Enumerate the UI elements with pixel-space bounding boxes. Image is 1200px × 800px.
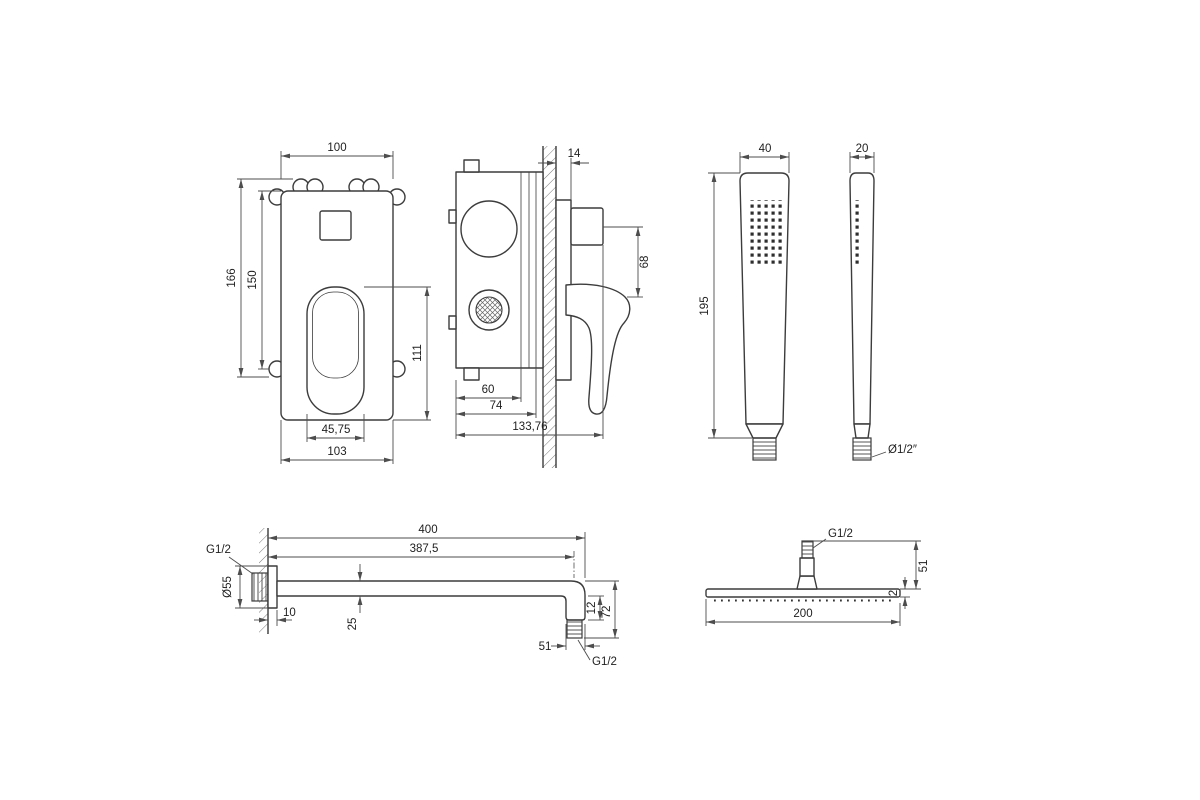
diverter-button-front xyxy=(319,210,352,241)
dim-arm-flange-diameter: Ø55 xyxy=(222,565,268,609)
arm-wall-thread xyxy=(251,572,269,602)
shower-head-view: G1/2 51 2 200 xyxy=(705,528,930,626)
head-plate xyxy=(705,588,901,598)
wall-section-hatch xyxy=(543,146,556,468)
dim-label-arm-flange-depth: 10 xyxy=(283,607,296,619)
dim-label-arm-wall-thread: G1/2 xyxy=(206,544,231,556)
dim-label-mixer-outer-height: 166 xyxy=(226,268,238,287)
callout-arm-outlet-thread: G1/2 xyxy=(577,639,617,668)
dim-label-arm-outlet-thread: G1/2 xyxy=(592,656,617,668)
arm-tube xyxy=(276,580,586,621)
dim-handshower-front-width: 40 xyxy=(739,143,790,173)
head-joint-cone xyxy=(796,575,818,590)
callout-handshower-thread: Ø1/2″ xyxy=(871,444,917,458)
head-joint-cylinder xyxy=(799,557,815,577)
cartridge-circle xyxy=(460,200,518,258)
dim-label-arm-drop-major: 72 xyxy=(601,606,613,619)
valve-lug-upper xyxy=(448,209,457,224)
dim-label-head-width: 200 xyxy=(793,608,812,620)
dim-total-depth: 133,76 xyxy=(456,245,604,439)
dim-box-depth: 74 xyxy=(456,368,537,418)
dim-knob-to-handle: 68 xyxy=(603,226,651,298)
dim-arm-tube-size: 25 xyxy=(347,564,363,631)
handshower-side-spray-edge xyxy=(855,200,861,266)
dim-label-handshower-side-width: 20 xyxy=(856,143,869,155)
handshower-spray-face xyxy=(747,200,782,266)
dim-label-head-thickness: 2 xyxy=(888,590,900,596)
handshower-view: 40 195 20 Ø1/2″ xyxy=(699,143,917,461)
handshower-side-thread xyxy=(852,437,872,461)
dim-head-thickness: 2 xyxy=(888,577,910,609)
callout-arm-wall-thread: G1/2 xyxy=(206,544,254,575)
dim-label-handshower-thread: Ø1/2″ xyxy=(888,444,917,456)
dim-label-body-depth: 60 xyxy=(482,384,495,396)
dim-arm-drop-major: 72 xyxy=(584,580,619,639)
inlet-port-thread xyxy=(475,296,503,324)
handshower-front-neck xyxy=(745,423,784,439)
dim-label-arm-tube-size: 25 xyxy=(347,618,359,631)
arm-flange xyxy=(267,565,278,609)
shower-arm-view: 400 387,5 25 Ø55 10 12 xyxy=(206,524,619,668)
dim-arm-flange-depth: 10 xyxy=(254,607,296,626)
inlet-port-outer xyxy=(468,289,510,331)
dim-label-head-height: 51 xyxy=(918,560,930,573)
mixer-lever-side xyxy=(565,283,631,415)
dim-arm-total-length: 400 xyxy=(268,524,586,578)
dim-handshower-side-width: 20 xyxy=(849,143,875,173)
diverter-knob-side xyxy=(570,207,604,246)
dim-head-height: 51 xyxy=(813,540,930,590)
dim-head-width: 200 xyxy=(705,599,901,626)
handshower-side-body xyxy=(849,172,875,425)
dim-mixer-handle-length: 111 xyxy=(364,286,431,421)
dim-label-mixer-handle-length: 111 xyxy=(412,344,424,361)
dim-mixer-outer-height: 166 xyxy=(226,178,293,378)
mixer-lever-front-inner xyxy=(312,291,359,379)
dim-arm-to-outlet: 387,5 xyxy=(268,543,575,578)
dim-arm-end-offset: 51 xyxy=(539,624,600,653)
dim-mixer-handle-width: 45,75 xyxy=(306,414,365,442)
dim-wall-offset: 14 xyxy=(538,148,589,200)
dim-label-arm-total-length: 400 xyxy=(418,524,437,536)
dim-label-mixer-bottom-width: 103 xyxy=(327,446,346,458)
handshower-front-thread xyxy=(752,437,777,461)
handshower-side-neck xyxy=(853,423,871,439)
callout-head-thread: G1/2 xyxy=(812,528,853,549)
dim-label-handshower-front-width: 40 xyxy=(759,143,772,155)
dim-label-box-depth: 74 xyxy=(490,400,503,412)
dim-label-mixer-inner-height: 150 xyxy=(247,270,259,289)
valve-body xyxy=(455,171,544,369)
arm-outlet-thread xyxy=(566,619,583,639)
dim-mixer-top-width: 100 xyxy=(280,142,394,179)
valve-lug-lower xyxy=(448,315,457,330)
dim-label-arm-drop-minor: 12 xyxy=(586,602,598,615)
dim-label-mixer-handle-width: 45,75 xyxy=(322,424,351,436)
mixer-lever-front xyxy=(306,286,365,415)
dim-arm-drop-minor: 12 xyxy=(586,595,604,621)
dim-label-total-depth: 133,76 xyxy=(512,421,547,433)
dim-label-arm-to-outlet: 387,5 xyxy=(410,543,439,555)
valve-tab-top xyxy=(463,159,480,173)
dim-mixer-inner-height: 150 xyxy=(247,190,281,370)
mixer-front-view: 100 166 150 111 45,75 xyxy=(226,142,431,464)
dim-label-knob-to-handle: 68 xyxy=(639,256,651,269)
dim-label-handshower-length: 195 xyxy=(699,296,711,315)
dim-handshower-length: 195 xyxy=(699,172,752,439)
dim-label-mixer-top-width: 100 xyxy=(327,142,346,154)
dim-label-arm-flange-diameter: Ø55 xyxy=(222,576,234,598)
dim-label-wall-offset: 14 xyxy=(568,148,581,160)
head-thread xyxy=(801,540,814,559)
dim-label-head-thread: G1/2 xyxy=(828,528,853,540)
dim-label-arm-end-offset: 51 xyxy=(539,641,552,653)
dim-body-depth: 60 xyxy=(455,368,522,439)
valve-tab-bottom xyxy=(463,367,480,381)
dim-mixer-bottom-width: 103 xyxy=(280,420,394,464)
mixer-side-view: 14 68 60 74 133,76 xyxy=(448,146,651,468)
